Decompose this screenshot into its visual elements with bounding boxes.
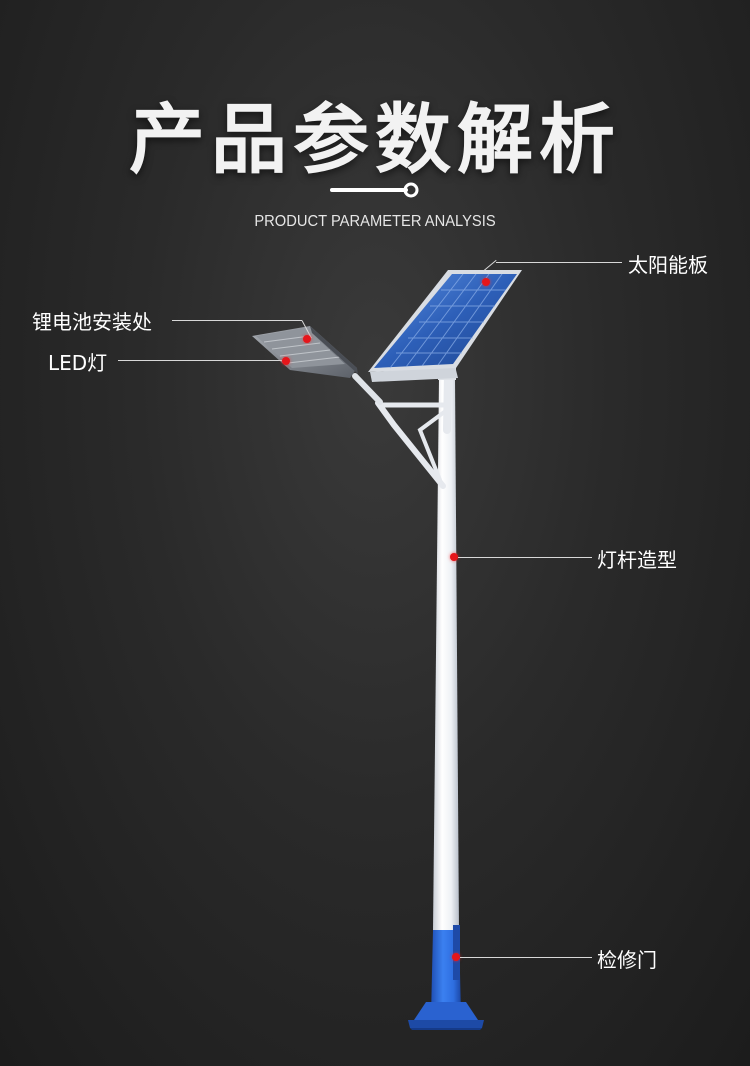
battery-marker <box>303 335 311 343</box>
page-subtitle: PRODUCT PARAMETER ANALYSIS <box>254 213 496 230</box>
title-divider <box>330 182 419 198</box>
pole <box>431 378 461 1016</box>
solar-panel-label: 太阳能板 <box>628 253 708 277</box>
led-lamp-label: LED灯 <box>48 351 108 375</box>
lamp-arm <box>375 374 452 489</box>
page-title: 产品参数解析 <box>129 95 621 184</box>
led-lamp-head <box>252 326 358 378</box>
door-marker <box>452 953 460 961</box>
solar-panel <box>368 270 522 372</box>
door-label: 检修门 <box>597 948 657 972</box>
led-lamp-leader <box>118 360 282 361</box>
pole-leader <box>458 557 592 558</box>
pole-label: 灯杆造型 <box>597 548 677 572</box>
solar-panel-leader <box>496 262 622 263</box>
lamp-arm-tip <box>352 373 383 405</box>
door-leader <box>460 957 592 958</box>
base-plate <box>408 1002 484 1030</box>
maintenance-door <box>453 925 460 980</box>
pole-marker <box>450 553 458 561</box>
battery-label: 锂电池安装处 <box>32 310 152 334</box>
led-lamp-marker <box>282 357 290 365</box>
solar-panel-marker <box>482 278 490 286</box>
battery-leader <box>172 320 302 321</box>
